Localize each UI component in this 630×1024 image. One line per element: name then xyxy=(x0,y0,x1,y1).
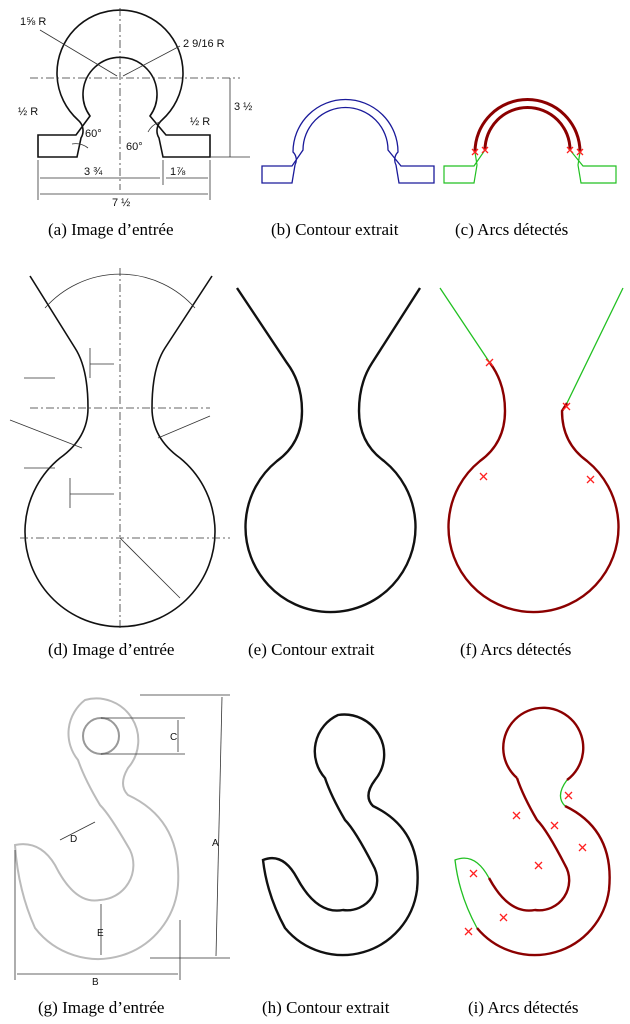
label-c: C xyxy=(170,732,177,743)
panel-f-arcs xyxy=(439,287,624,614)
marker xyxy=(550,821,559,830)
label-height: 3 ½ xyxy=(234,101,252,113)
marker xyxy=(481,146,489,154)
label-b: B xyxy=(92,977,99,988)
panel-e-contour xyxy=(236,287,422,614)
marker xyxy=(562,402,571,411)
segment-lines xyxy=(439,287,624,404)
panel-c-arcs xyxy=(443,98,617,184)
marker xyxy=(564,791,573,800)
caption-c: (c) Arcs détectés xyxy=(455,220,569,239)
arc-inner xyxy=(483,106,572,151)
panel-a-input-drawing: 1⅝ R 2 9/16 R ½ R ½ R 3 ½ 60° 60° 3 ¾ 1⅞… xyxy=(18,8,252,209)
arc-chain xyxy=(447,362,620,614)
label-r-right: ½ R xyxy=(190,116,210,128)
label-w-left: 3 ¾ xyxy=(84,166,103,178)
caption-h: (h) Contour extrait xyxy=(262,998,390,1017)
omega-contour xyxy=(261,98,435,184)
marker xyxy=(464,927,473,936)
label-angle-left: 60° xyxy=(85,128,102,140)
label-e: E xyxy=(97,928,104,939)
label-r-left: ½ R xyxy=(18,106,38,118)
panel-b-contour xyxy=(261,98,435,184)
marker xyxy=(479,472,488,481)
panel-d-input-drawing xyxy=(9,268,230,628)
panel-i-arcs xyxy=(454,706,611,957)
caption-e: (e) Contour extrait xyxy=(248,640,375,659)
caption-g: (g) Image d’entrée xyxy=(38,998,165,1017)
caption-f: (f) Arcs détectés xyxy=(460,640,572,659)
caption-d: (d) Image d’entrée xyxy=(48,640,175,659)
omega-outline xyxy=(37,9,211,158)
caption-b: (b) Contour extrait xyxy=(271,220,399,239)
label-d: D xyxy=(70,834,77,845)
label-angle-right: 60° xyxy=(126,141,143,153)
marker xyxy=(576,148,584,156)
panel-g-input-drawing: C D E A B xyxy=(13,694,230,988)
hook-outline xyxy=(13,697,180,960)
segment-lines xyxy=(443,149,617,184)
hook-contour xyxy=(261,713,419,957)
label-w-right: 1⅞ xyxy=(170,166,186,178)
marker xyxy=(499,913,508,922)
label-r-outer: 1⅝ R xyxy=(20,16,46,28)
panel-h-contour xyxy=(261,713,419,957)
marker xyxy=(485,358,494,367)
marker xyxy=(566,146,574,154)
marker xyxy=(469,869,478,878)
marker xyxy=(578,843,587,852)
marker xyxy=(534,861,543,870)
marker xyxy=(586,475,595,484)
arc-outer xyxy=(473,98,582,153)
caption-a: (a) Image d’entrée xyxy=(48,220,174,239)
bulb-contour xyxy=(236,287,422,614)
label-w-total: 7 ½ xyxy=(112,197,130,209)
hook-eye xyxy=(82,717,120,755)
segment-lines xyxy=(454,779,568,929)
label-r-top: 2 9/16 R xyxy=(183,38,225,50)
label-a: A xyxy=(212,838,219,849)
caption-i: (i) Arcs détectés xyxy=(468,998,579,1017)
marker xyxy=(512,811,521,820)
marker xyxy=(471,148,479,156)
arc-chain xyxy=(476,706,611,957)
